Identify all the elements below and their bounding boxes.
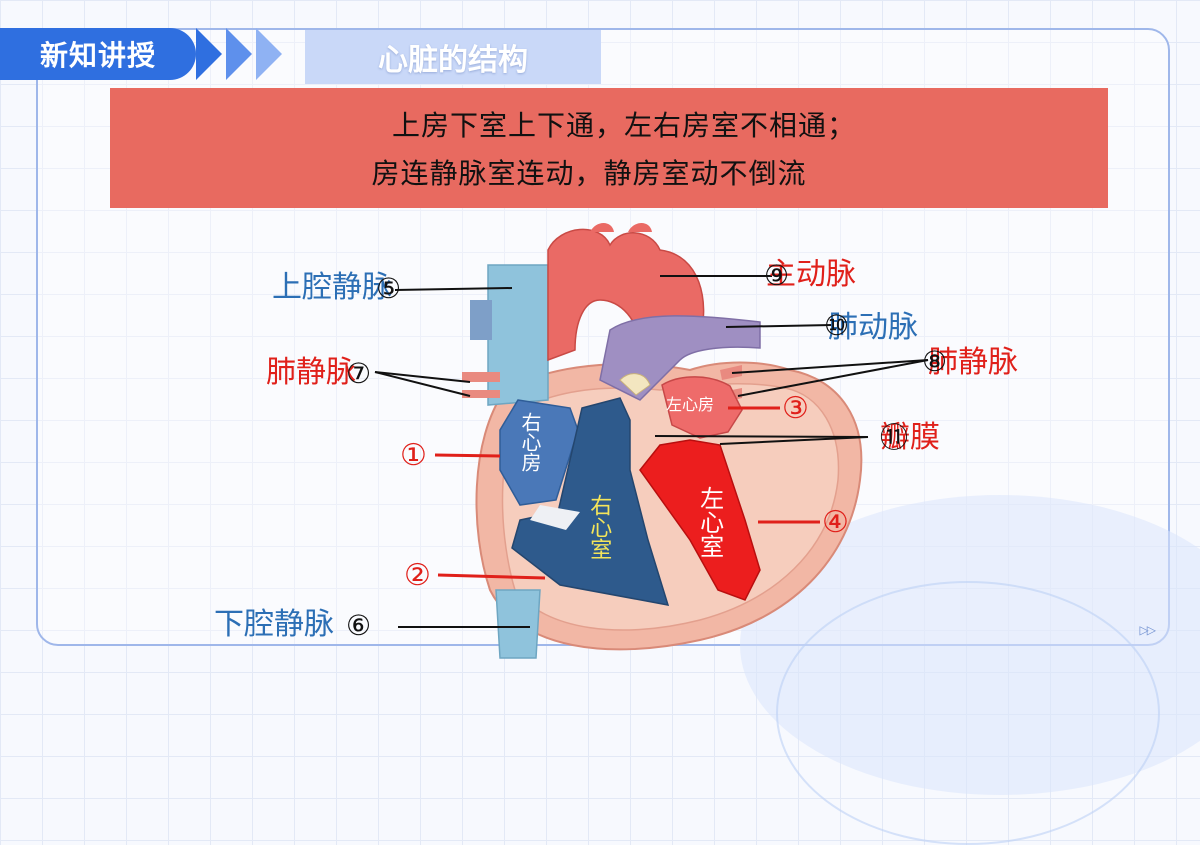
number-5: ⑤ (376, 272, 402, 305)
chevron-icon (226, 28, 252, 80)
section-badge: 新知讲授 (0, 28, 196, 80)
chamber-left-ventricle: 左心室 (695, 486, 724, 558)
mnemonic-line-1: 上房下室上下通，左右房室不相通； (391, 109, 856, 142)
superior-vena-cava (487, 264, 549, 406)
left-atrium-shape (661, 376, 743, 439)
number-2: ② (404, 558, 431, 593)
number-8: ⑧ (922, 345, 948, 378)
label-superior-vena-cava: 上腔静脉 (272, 270, 392, 305)
label-valve: 瓣膜 (880, 420, 940, 455)
label-pulmonary-vein-right: 肺静脉 (928, 345, 1018, 380)
left-ventricle-shape (639, 439, 761, 601)
mnemonic-line-2: 房连静脉室连动，静房室动不倒流 (371, 157, 807, 190)
number-6: ⑥ (346, 609, 372, 642)
number-7: ⑦ (346, 357, 372, 390)
number-1: ① (400, 438, 427, 473)
pulmonary-vein-left (462, 372, 500, 398)
number-3: ③ (782, 391, 809, 426)
mnemonic-box: 上房下室上下通，左右房室不相通； 房连静脉室连动，静房室动不倒流 (110, 88, 1108, 208)
number-9: ⑨ (764, 259, 790, 292)
chamber-right-atrium: 右心房 (518, 412, 542, 472)
number-4: ④ (822, 505, 849, 540)
inferior-vena-cava (495, 589, 541, 659)
heart-diagram (374, 223, 929, 659)
label-pulmonary-vein-left: 肺静脉 (266, 355, 356, 390)
chevron-icon (196, 28, 222, 80)
badge-text: 新知讲授 (39, 39, 156, 72)
chamber-right-ventricle: 右心室 (586, 494, 612, 560)
number-11: ⑪ (880, 421, 909, 454)
chevron-icon (256, 28, 282, 80)
label-aorta: 主动脉 (766, 257, 856, 292)
number-10: ⑩ (824, 309, 850, 342)
chamber-left-atrium: 左心房 (666, 395, 715, 414)
section-title: 心脏的结构 (305, 30, 601, 84)
section-title-text: 心脏的结构 (378, 43, 528, 78)
valve-shape (619, 373, 651, 396)
label-inferior-vena-cava: 下腔静脉 (214, 607, 334, 642)
next-page-icon[interactable]: ▷▷ (1139, 623, 1157, 637)
right-atrium-shape (499, 399, 579, 506)
label-pulmonary-artery: 肺动脉 (828, 310, 918, 345)
